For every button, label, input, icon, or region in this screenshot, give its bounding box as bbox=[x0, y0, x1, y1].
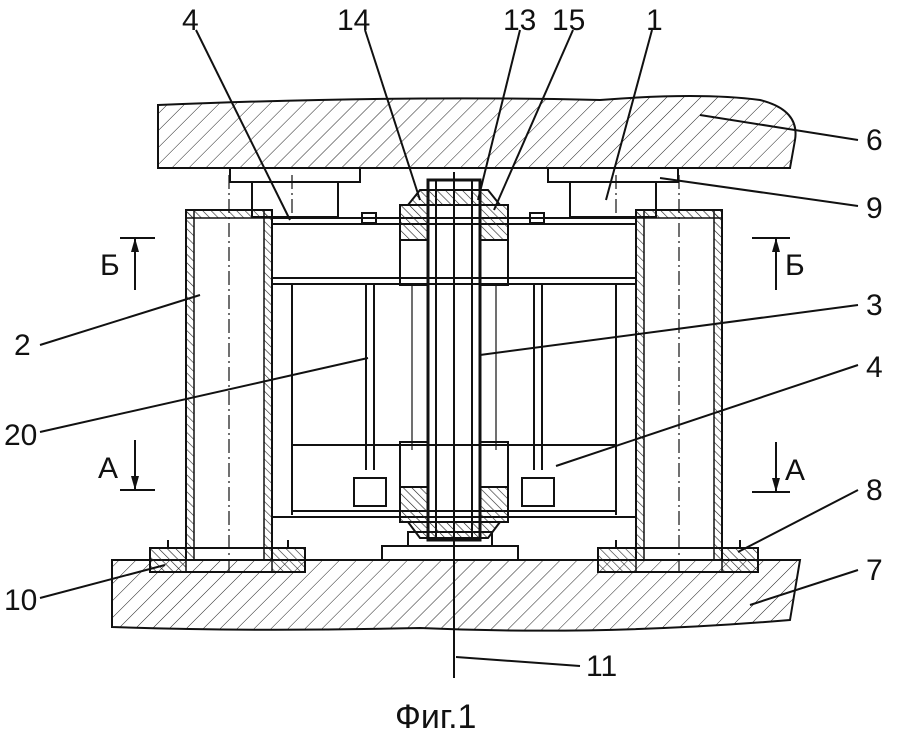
rod-nut-right bbox=[521, 477, 555, 507]
label-20: 20 bbox=[4, 419, 37, 452]
label-7: 7 bbox=[866, 554, 883, 587]
figure-caption: Фиг.1 bbox=[395, 698, 476, 736]
section-A-left: A bbox=[98, 452, 118, 485]
section-B-left: Б bbox=[100, 249, 120, 282]
upper-slab bbox=[157, 95, 797, 169]
section-B-right: Б bbox=[785, 249, 805, 282]
label-1: 1 bbox=[646, 4, 663, 37]
label-13: 13 bbox=[503, 4, 536, 37]
lower-bearing bbox=[399, 486, 429, 523]
label-4-top: 4 bbox=[182, 4, 199, 37]
label-2: 2 bbox=[14, 329, 31, 362]
label-3: 3 bbox=[866, 289, 883, 322]
label-9: 9 bbox=[866, 192, 883, 225]
label-10: 10 bbox=[4, 584, 37, 617]
label-8: 8 bbox=[866, 474, 883, 507]
top-plate-left bbox=[229, 167, 361, 183]
upper-bearing bbox=[399, 204, 429, 241]
lower-slab bbox=[111, 559, 802, 632]
label-6: 6 bbox=[866, 124, 883, 157]
label-14: 14 bbox=[337, 4, 370, 37]
label-15: 15 bbox=[552, 4, 585, 37]
label-11: 11 bbox=[586, 650, 617, 683]
rod-nut-left bbox=[353, 477, 387, 507]
section-A-right: A bbox=[785, 454, 805, 487]
center-base bbox=[381, 545, 519, 561]
label-4-right: 4 bbox=[866, 351, 883, 384]
